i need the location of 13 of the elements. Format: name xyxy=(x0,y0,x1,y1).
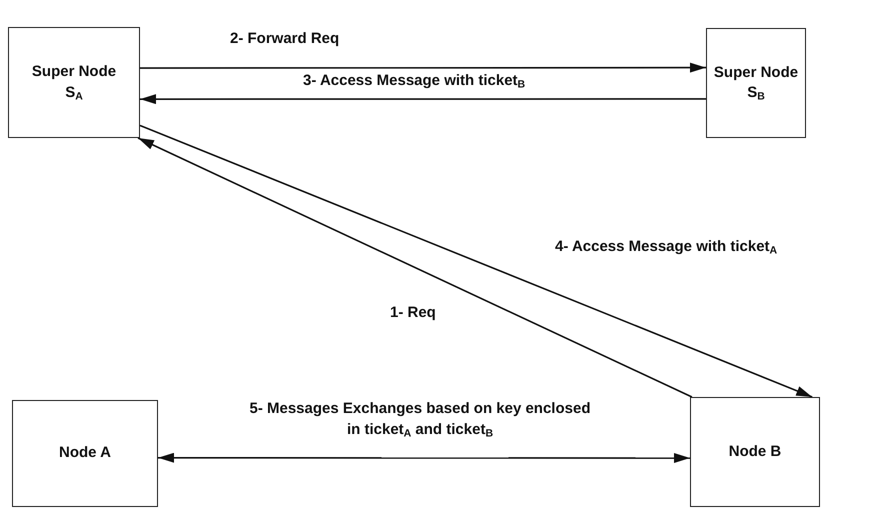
node-label: Node B xyxy=(728,442,782,462)
node-label: Super Node S$_{A}$ xyxy=(30,62,118,103)
arrow xyxy=(140,62,706,73)
arrow xyxy=(140,94,706,104)
node-box xyxy=(8,27,140,138)
arrow xyxy=(140,124,812,398)
node-box xyxy=(690,397,820,507)
node-box xyxy=(706,28,806,138)
node-label: Super Node S$_{B}$ xyxy=(712,62,800,104)
arrow xyxy=(158,452,690,464)
node-label: Node A xyxy=(59,443,111,464)
node-box xyxy=(12,400,158,507)
arrow xyxy=(138,137,692,398)
